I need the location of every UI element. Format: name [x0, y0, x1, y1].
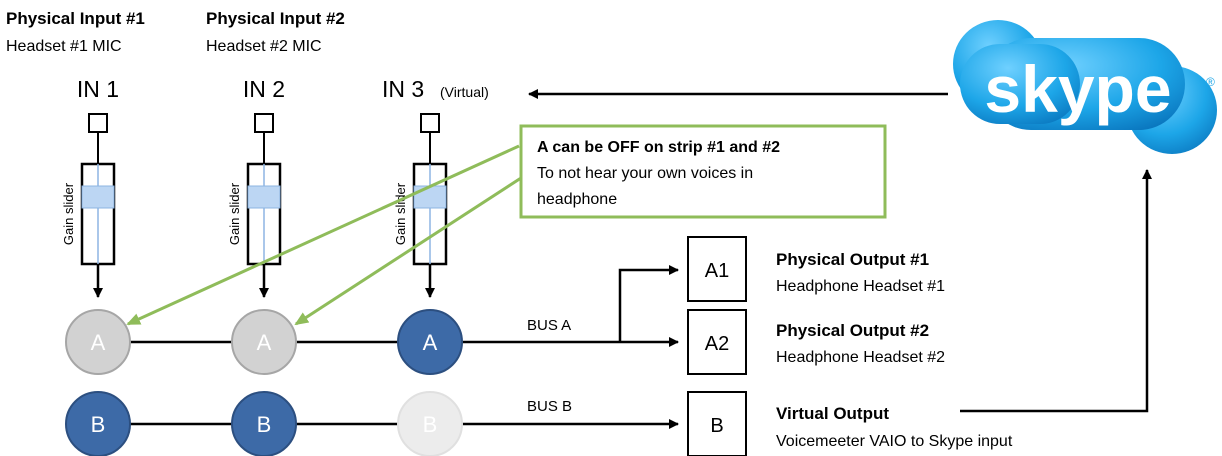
output-a1: A1 Physical Output #1 Headphone Headset …	[687, 236, 945, 302]
strip-3-bus-b-button[interactable]: B	[397, 391, 463, 456]
input-2-header: Physical Input #2 Headset #2 MIC	[206, 9, 345, 55]
strip-1-bus-b-button[interactable]: B	[65, 391, 131, 456]
bus-b-label: BUS B	[527, 398, 572, 415]
bus-a-label: A	[91, 330, 106, 355]
strip-3-label: IN 3	[382, 76, 424, 102]
bus-b-label: B	[257, 412, 272, 437]
callout-box	[519, 124, 887, 219]
gain-slider-knob[interactable]	[81, 185, 115, 209]
gain-slider-label: Gain slider	[393, 182, 408, 245]
callout-note: A can be OFF on strip #1 and #2 To not h…	[126, 124, 887, 326]
bus-b-label: B	[423, 412, 438, 437]
strip-1: Gain slider	[61, 113, 116, 298]
gain-slider-knob[interactable]	[247, 185, 281, 209]
gain-slider-knob[interactable]	[413, 185, 447, 209]
strip-1-label: IN 1	[77, 76, 119, 102]
strip-2: Gain slider	[227, 113, 282, 298]
callout-line-2: headphone	[537, 191, 617, 208]
gain-slider-label: Gain slider	[227, 182, 242, 245]
strip-3-bus-a-button[interactable]: A	[397, 309, 463, 375]
strip-3: Gain slider	[393, 113, 448, 298]
output-a2-box-label: A2	[705, 333, 729, 355]
input-1-title: Physical Input #1	[6, 9, 145, 28]
input-jack	[254, 113, 274, 133]
strip-2-bus-b-button[interactable]: B	[231, 391, 297, 456]
input-jack	[88, 113, 108, 133]
callout-title: A can be OFF on strip #1 and #2	[537, 139, 780, 156]
output-b: B Virtual Output Voicemeeter VAIO to Sky…	[687, 391, 1013, 456]
output-a2-title: Physical Output #2	[776, 321, 929, 340]
callout-line-1: To not hear your own voices in	[537, 165, 753, 182]
output-a1-box-label: A1	[705, 260, 729, 282]
output-a2-box[interactable]	[687, 309, 747, 375]
output-a1-box[interactable]	[687, 236, 747, 302]
output-a2-subtitle: Headphone Headset #2	[776, 349, 945, 366]
output-b-title: Virtual Output	[776, 404, 889, 423]
strip-1-bus-a-button[interactable]: A	[65, 309, 131, 375]
bus-a-label: A	[423, 330, 438, 355]
strip-2-label: IN 2	[243, 76, 285, 102]
input-2-title: Physical Input #2	[206, 9, 345, 28]
skype-logo-text: skype	[984, 52, 1171, 126]
virtual-output-to-skype-arrow	[960, 169, 1152, 413]
input-1-header: Physical Input #1 Headset #1 MIC	[6, 9, 145, 55]
gain-slider-label: Gain slider	[61, 182, 76, 245]
callout-arrow-to-strip-2	[294, 176, 522, 326]
strip-3-note: (Virtual)	[440, 84, 489, 100]
skype-logo: skype ®	[953, 20, 1217, 154]
bus-b-label: B	[91, 412, 106, 437]
output-b-box[interactable]	[687, 391, 747, 456]
output-a1-title: Physical Output #1	[776, 250, 929, 269]
output-a1-subtitle: Headphone Headset #1	[776, 278, 945, 295]
output-a2: A2 Physical Output #2 Headphone Headset …	[687, 309, 945, 375]
callout-arrow-to-strip-1	[126, 144, 520, 326]
skype-registered-mark: ®	[1206, 75, 1215, 89]
output-b-box-label: B	[710, 415, 723, 437]
input-jack	[420, 113, 440, 133]
bus-a-to-a1-arrow	[618, 265, 679, 342]
input-2-subtitle: Headset #2 MIC	[206, 38, 322, 55]
bus-a-label: BUS A	[527, 317, 571, 334]
input-1-subtitle: Headset #1 MIC	[6, 38, 122, 55]
strip-2-bus-a-button[interactable]: A	[231, 309, 297, 375]
output-b-subtitle: Voicemeeter VAIO to Skype input	[776, 433, 1013, 450]
bus-a-label: A	[257, 330, 272, 355]
